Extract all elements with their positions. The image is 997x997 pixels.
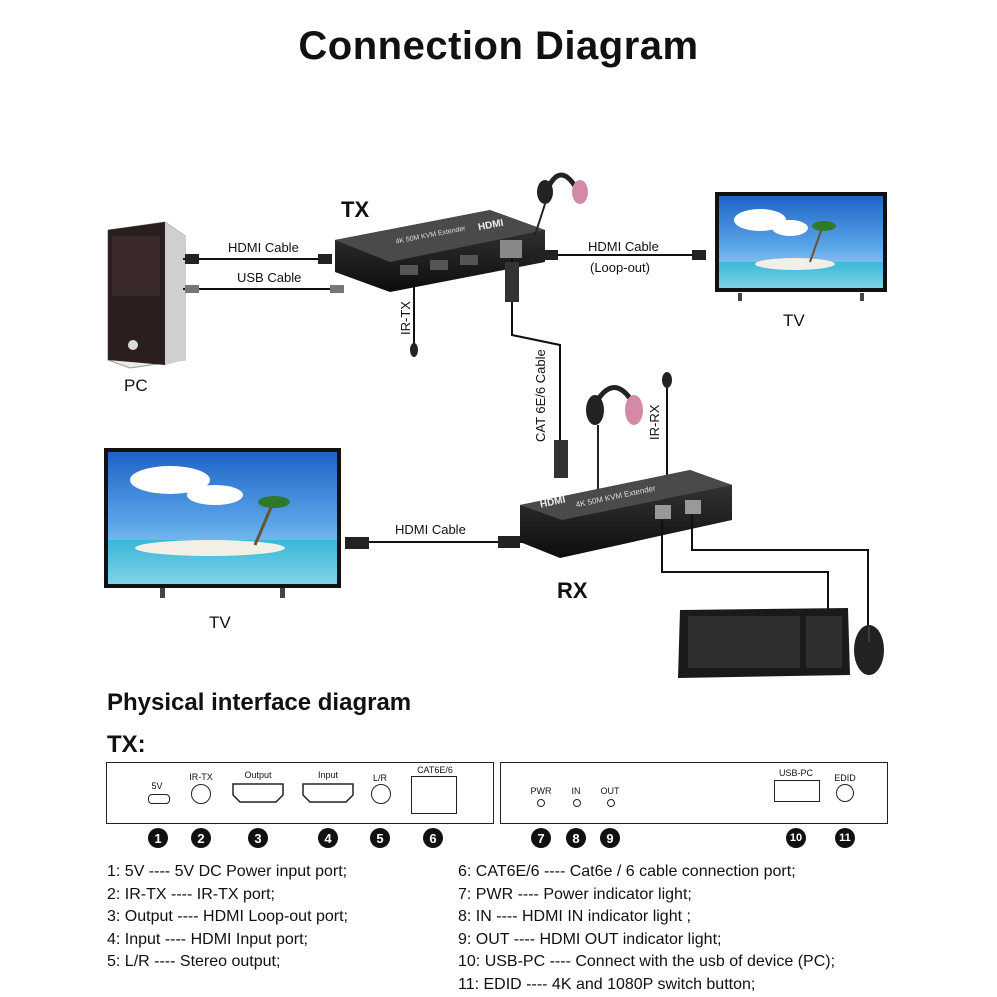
out-indicator-icon (607, 799, 615, 807)
legend-item: 7: PWR ---- Power indicator light; (458, 885, 692, 903)
port-out-label: OUT (600, 786, 620, 796)
legend-item: 8: IN ---- HDMI IN indicator light ; (458, 908, 691, 925)
cat-cable-label: CAT 6E/6 Cable (533, 349, 548, 442)
port-output-icon (232, 783, 284, 803)
port-cat-label: CAT6E/6 (417, 765, 453, 775)
legend-item: 5: L/R ---- Stereo output; (107, 953, 281, 970)
port-pwr-label: PWR (530, 786, 552, 796)
tv-top-label: TV (783, 311, 805, 330)
port-lr-icon (371, 784, 391, 804)
edid-button-icon (836, 784, 854, 802)
legend-item: 3: Output ---- HDMI Loop-out port; (107, 908, 348, 925)
legend-item: 11: EDID ---- 4K and 1080P switch button… (458, 975, 756, 993)
hdmi-cable-pc-label: HDMI Cable (228, 240, 299, 255)
headphones-icon (534, 172, 588, 236)
connection-diagram (104, 172, 887, 678)
port-irtx-icon (191, 784, 211, 804)
ir-rx-label: IR-RX (647, 404, 662, 440)
port-num-9: 9 (600, 828, 620, 848)
port-num-5: 5 (370, 828, 390, 848)
legend-right: 6: CAT6E/6 ---- Cat6e / 6 cable connecti… (458, 861, 835, 996)
tx-right-panel (500, 762, 888, 824)
tx-heading: TX: (107, 731, 146, 758)
rx-device-icon (520, 470, 732, 558)
port-input-icon (302, 783, 354, 803)
port-num-1: 1 (148, 828, 168, 848)
port-usbpc-label: USB-PC (778, 768, 813, 778)
loop-out-label: (Loop-out) (590, 260, 650, 275)
legend-item: 10: USB-PC ---- Connect with the usb of … (458, 953, 836, 970)
port-num-10: 10 (786, 828, 806, 848)
pc-tower-icon (107, 221, 186, 369)
port-num-8: 8 (566, 828, 586, 848)
port-irtx-label: IR-TX (189, 772, 213, 782)
legend-item: 2: IR-TX ---- IR-TX port; (107, 885, 275, 903)
in-indicator-icon (573, 799, 581, 807)
pwr-indicator-icon (537, 799, 545, 807)
usb-cable-pc-label: USB Cable (237, 270, 302, 285)
pc-label: PC (124, 376, 148, 395)
tv-top-icon (715, 192, 887, 301)
legend-item: 6: CAT6E/6 ---- Cat6e / 6 cable connecti… (458, 863, 796, 880)
mouse-icon (854, 625, 884, 675)
port-num-6: 6 (423, 828, 443, 848)
port-num-4: 4 (318, 828, 338, 848)
usb-port-icon (774, 780, 820, 802)
hdmi-cable-loop-label: HDMI Cable (588, 239, 659, 254)
port-cat-icon (411, 776, 457, 814)
headphones-rx-icon (586, 385, 643, 490)
port-5v-label: 5V (151, 781, 163, 791)
port-in-label: IN (571, 786, 581, 796)
port-output-label: Output (244, 770, 272, 780)
tv-bottom-label: TV (209, 613, 231, 632)
tx-label: TX (341, 197, 370, 222)
legend-item: 1: 5V ---- 5V DC Power input port; (107, 863, 348, 880)
port-num-2: 2 (191, 828, 211, 848)
page-title: Connection Diagram (298, 24, 699, 68)
physical-heading: Physical interface diagram (107, 689, 412, 716)
rx-label: RX (557, 578, 588, 603)
port-input-label: Input (317, 770, 339, 780)
tx-device-icon (335, 210, 545, 292)
hdmi-cable-rx-label: HDMI Cable (395, 522, 466, 537)
legend-item: 9: OUT ---- HDMI OUT indicator light; (458, 930, 722, 948)
port-num-7: 7 (531, 828, 551, 848)
ir-tx-label: IR-TX (398, 301, 413, 335)
legend-item: 4: Input ---- HDMI Input port; (107, 930, 308, 948)
keyboard-icon (678, 608, 850, 678)
port-5v-icon (148, 794, 170, 804)
legend-left: 1: 5V ---- 5V DC Power input port; 2: IR… (107, 861, 348, 974)
port-lr-label: L/R (372, 773, 387, 783)
port-num-3: 3 (248, 828, 268, 848)
port-edid-label: EDID (834, 773, 856, 783)
port-num-11: 11 (835, 828, 855, 848)
tv-bottom-icon (104, 448, 341, 598)
